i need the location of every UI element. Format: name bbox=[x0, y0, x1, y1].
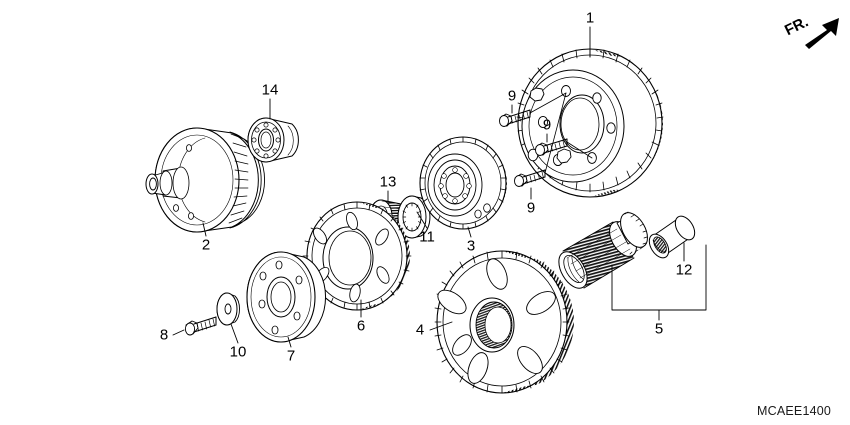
part-3-countershaft-gear bbox=[419, 136, 507, 230]
part-12-collar-sleeve bbox=[648, 215, 696, 259]
callout-13: 13 bbox=[379, 173, 397, 191]
drawing-code-label: MCAEE1400 bbox=[757, 404, 832, 418]
part-4-final-drive-gear bbox=[434, 250, 574, 394]
callout-7: 7 bbox=[286, 347, 296, 365]
part-2-clutch-drum bbox=[145, 127, 265, 233]
callout-4: 4 bbox=[415, 321, 425, 339]
callout-9c: 9 bbox=[526, 199, 536, 217]
part-11-thrust-washer bbox=[397, 195, 431, 239]
part-8-flange-bolt bbox=[184, 316, 217, 336]
part-10-flat-washer bbox=[216, 292, 240, 326]
part-1-ring-gear bbox=[516, 48, 664, 198]
part-5-output-shaft bbox=[558, 211, 648, 289]
arrow-up-right-icon bbox=[805, 18, 839, 49]
callout-12: 12 bbox=[675, 261, 693, 279]
part-14-ball-bearing bbox=[247, 117, 299, 163]
callout-3: 3 bbox=[466, 237, 476, 255]
callout-6: 6 bbox=[356, 317, 366, 335]
part-7-drive-flange bbox=[246, 251, 327, 343]
part-9-bolts bbox=[499, 92, 593, 187]
callout-1: 1 bbox=[585, 9, 595, 27]
callout-leader-lines bbox=[172, 26, 707, 348]
callout-9b: 9 bbox=[542, 116, 552, 134]
callout-2: 2 bbox=[201, 236, 211, 254]
callout-10: 10 bbox=[229, 343, 247, 361]
callout-9a: 9 bbox=[507, 87, 517, 105]
callout-14: 14 bbox=[261, 81, 279, 99]
callout-5: 5 bbox=[654, 320, 664, 338]
callout-8: 8 bbox=[159, 326, 169, 344]
callout-11: 11 bbox=[419, 228, 435, 246]
